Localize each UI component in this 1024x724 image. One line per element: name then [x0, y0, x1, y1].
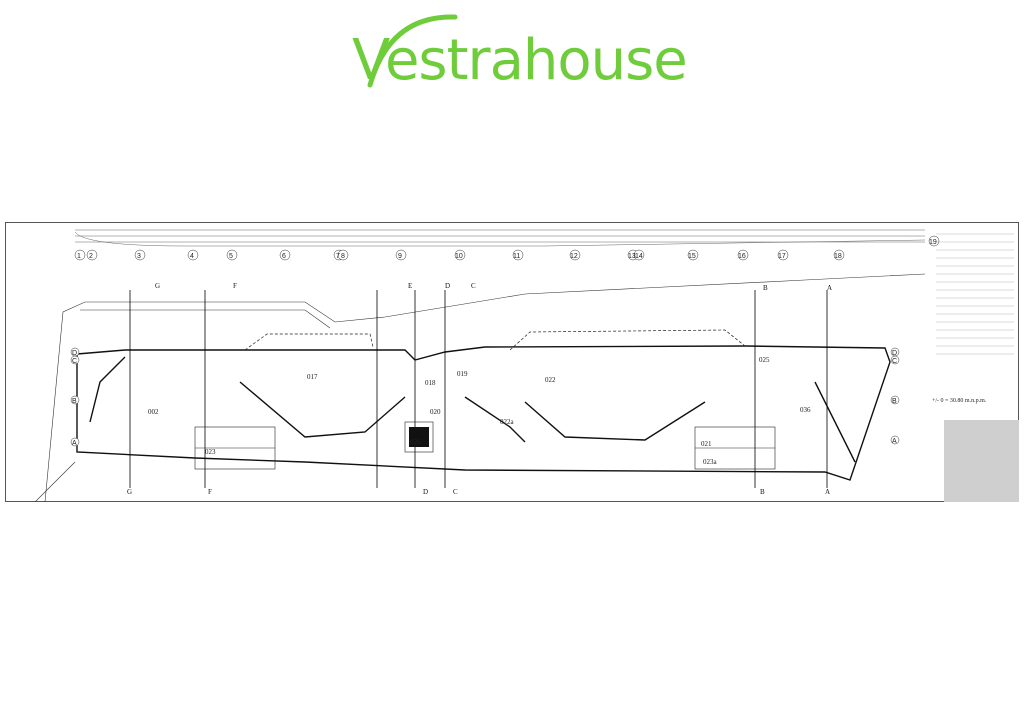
svg-text:C: C	[892, 358, 897, 365]
svg-text:F: F	[233, 282, 237, 290]
svg-text:017: 017	[307, 373, 318, 381]
room-labels: 002 017 018 019 020 021 022 022a 023 023…	[148, 356, 811, 466]
svg-text:036: 036	[800, 406, 811, 414]
svg-text:C: C	[453, 488, 458, 496]
svg-text:11: 11	[513, 253, 520, 260]
svg-text:B: B	[760, 488, 765, 496]
svg-text:D: D	[72, 350, 77, 357]
svg-text:B: B	[763, 284, 768, 292]
column-axes: 1 2 3 4 5 6 7 8 9 10 11 12 13 14 15 16 1…	[74, 235, 940, 261]
overhang-lines	[244, 329, 746, 351]
svg-text:16: 16	[738, 253, 746, 260]
svg-text:19: 19	[929, 239, 937, 246]
svg-text:6: 6	[282, 253, 286, 260]
svg-text:020: 020	[430, 408, 441, 416]
svg-text:021: 021	[701, 440, 712, 448]
svg-text:B: B	[72, 398, 77, 405]
svg-text:7: 7	[336, 253, 340, 260]
room-schedule-table	[936, 233, 1014, 355]
svg-text:D: D	[445, 282, 450, 290]
section-lines	[129, 290, 828, 488]
svg-text:3: 3	[137, 253, 141, 260]
svg-text:2: 2	[89, 253, 93, 260]
building-outline	[76, 345, 891, 481]
svg-text:A: A	[892, 438, 897, 445]
title-block	[944, 420, 1019, 502]
dimension-lines	[74, 229, 926, 247]
floor-plan: 1 2 3 4 5 6 7 8 9 10 11 12 13 14 15 16 1…	[34, 229, 940, 502]
elevation-note: +/- 0 = 30.80 m.n.p.m.	[932, 398, 987, 404]
svg-text:C: C	[72, 358, 77, 365]
svg-text:8: 8	[341, 253, 345, 260]
svg-text:023: 023	[205, 448, 216, 456]
svg-text:10: 10	[455, 253, 463, 260]
svg-text:F: F	[208, 488, 212, 496]
svg-text:18: 18	[834, 253, 842, 260]
svg-text:026: 026	[410, 438, 421, 446]
svg-text:D: D	[892, 350, 897, 357]
svg-text:G: G	[127, 488, 132, 496]
svg-text:C: C	[471, 282, 476, 290]
svg-text:9: 9	[398, 253, 402, 260]
shaft-block	[409, 427, 429, 447]
svg-text:022a: 022a	[500, 418, 515, 426]
svg-text:17: 17	[778, 253, 786, 260]
row-axes: D C B A D C B A	[70, 347, 900, 447]
svg-text:025: 025	[759, 356, 770, 364]
svg-text:A: A	[825, 488, 830, 496]
svg-text:023a: 023a	[703, 458, 718, 466]
brand-logo-text: Vestrahouse	[352, 28, 688, 93]
svg-text:E: E	[408, 282, 412, 290]
floor-plan-frame	[5, 222, 1019, 502]
svg-text:5: 5	[229, 253, 233, 260]
svg-text:13: 13	[628, 253, 636, 260]
svg-text:15: 15	[688, 253, 696, 260]
site-outline	[34, 273, 926, 502]
svg-text:4: 4	[190, 253, 194, 260]
svg-text:B: B	[892, 398, 897, 405]
svg-text:A: A	[827, 284, 832, 292]
svg-text:A: A	[72, 440, 77, 447]
logo-swoosh	[367, 14, 458, 88]
section-markers: G F E D C B A G F D C B A	[127, 282, 832, 496]
svg-text:019: 019	[457, 370, 468, 378]
svg-text:022: 022	[545, 376, 556, 384]
svg-text:018: 018	[425, 379, 436, 387]
svg-text:D: D	[423, 488, 428, 496]
svg-text:002: 002	[148, 408, 159, 416]
svg-text:14: 14	[635, 253, 643, 260]
svg-text:G: G	[155, 282, 160, 290]
svg-text:12: 12	[570, 253, 578, 260]
svg-text:1: 1	[77, 253, 81, 260]
interior-rooms	[194, 421, 776, 470]
